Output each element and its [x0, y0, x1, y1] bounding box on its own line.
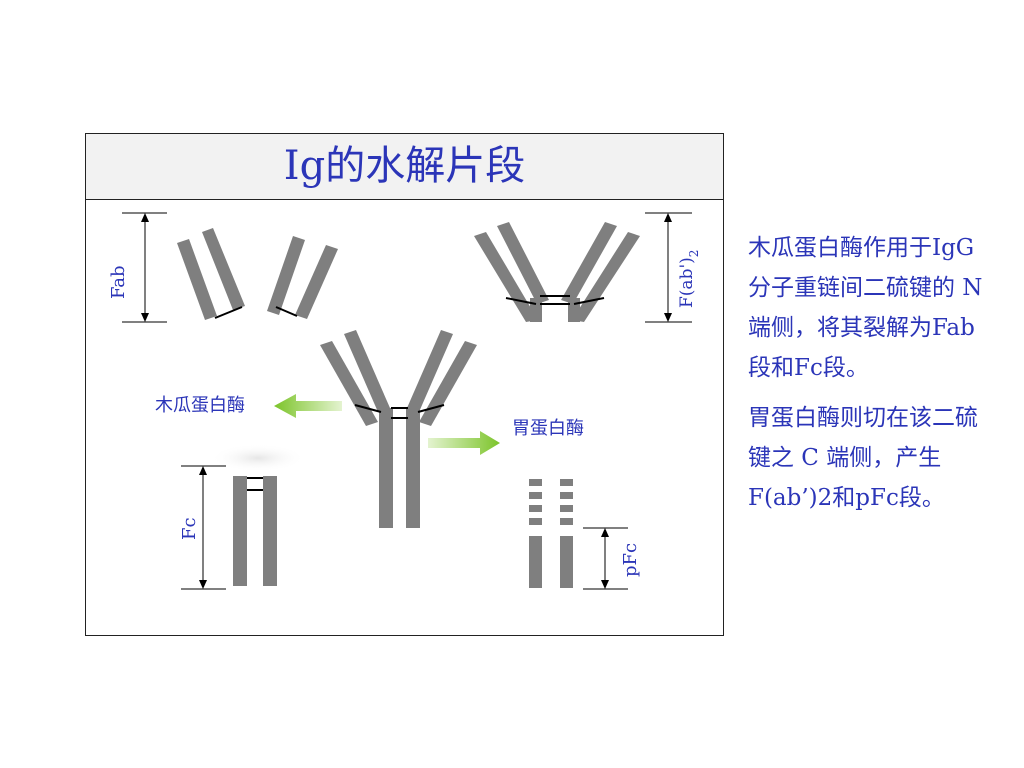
pepsin-arrow: [428, 431, 500, 455]
papain-arrow: [274, 394, 342, 418]
fab-fragment-right: [267, 236, 338, 319]
pfc-label: pFc: [620, 543, 641, 577]
fc-glow: [210, 444, 306, 472]
title-bar: Ig的水解片段: [86, 134, 723, 200]
side-description: 木瓜蛋白酶作用于IgG分子重链间二硫键的 N 端侧，将其裂解为Fab段和Fc段。…: [748, 228, 988, 528]
fc-bracket: [181, 465, 226, 590]
fc-fragment: [233, 476, 277, 586]
papain-label: 木瓜蛋白酶: [155, 395, 245, 416]
pfc-fragments: [529, 479, 573, 588]
pepsin-label: 胃蛋白酶: [512, 418, 584, 439]
pepsin-description: 胃蛋白酶则切在该二硫键之 C 端侧，产生F(ab’)2和pFc段。: [748, 405, 978, 511]
intact-igg: [320, 330, 477, 528]
fab-bracket: [122, 212, 167, 323]
diagram-panel: Ig的水解片段: [85, 133, 724, 636]
fab-label: Fab: [108, 265, 129, 299]
fab2-bracket: [645, 212, 692, 323]
fab2-fragment: [474, 222, 640, 322]
pfc-bracket: [583, 527, 628, 590]
fab-fragment-left: [177, 228, 245, 320]
fc-label: Fc: [179, 517, 200, 540]
page-title: Ig的水解片段: [283, 143, 526, 189]
fab2-label: F(ab')2: [677, 250, 701, 308]
papain-description: 木瓜蛋白酶作用于IgG分子重链间二硫键的 N 端侧，将其裂解为Fab段和Fc段。: [748, 235, 983, 381]
